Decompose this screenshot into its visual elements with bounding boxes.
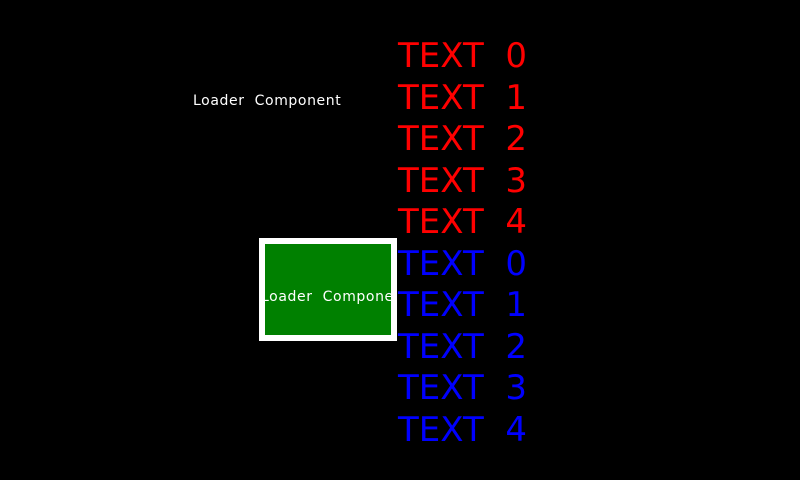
text-list-item[interactable]: TEXT 3 — [398, 368, 527, 408]
text-list-item[interactable]: TEXT 2 — [398, 119, 527, 159]
loader-component-label-top: Loader Component — [193, 93, 342, 109]
text-list-item[interactable]: TEXT 1 — [398, 285, 527, 325]
text-list-item[interactable]: TEXT 0 — [398, 36, 527, 76]
text-list-item[interactable]: TEXT 4 — [398, 202, 527, 242]
text-list-item[interactable]: TEXT 2 — [398, 326, 527, 367]
text-item-list: TEXT 0 TEXT 1 TEXT 2 TEXT 3 TEXT 4 TEXT … — [398, 36, 527, 451]
text-list-item[interactable]: TEXT 0 — [398, 243, 527, 284]
text-list-item[interactable]: TEXT 1 — [398, 77, 527, 118]
loader-component-box[interactable]: Loader Component — [259, 238, 397, 341]
text-list-item[interactable]: TEXT 4 — [398, 409, 527, 450]
loader-component-box-label: Loader Component — [261, 289, 397, 305]
text-list-item[interactable]: TEXT 3 — [398, 160, 527, 201]
